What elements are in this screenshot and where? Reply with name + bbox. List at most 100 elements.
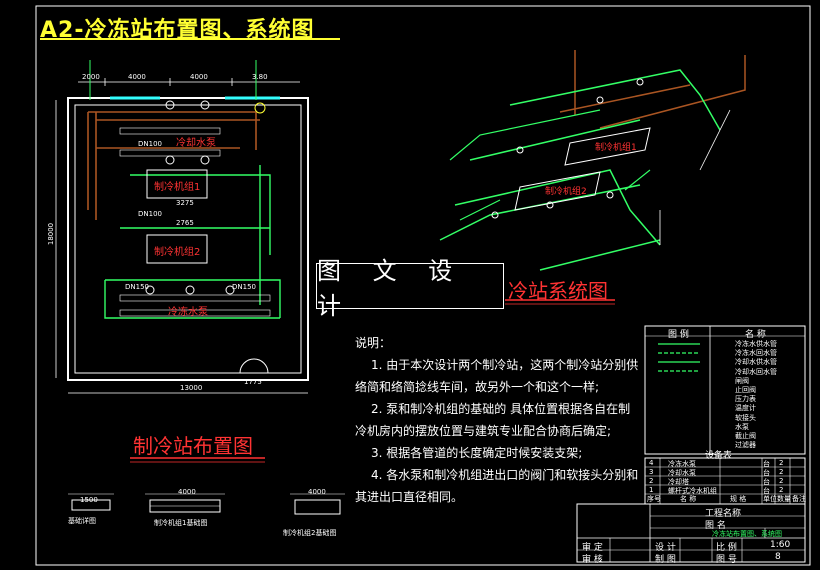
room-label: 冷冻水泵 xyxy=(168,307,208,318)
dim-label: 4000 xyxy=(190,73,208,81)
detail-label: 制冷机组1基础图 xyxy=(154,519,208,527)
watermark-banner: 图 文 设 计 xyxy=(316,257,504,320)
detail-dim: 4000 xyxy=(178,488,196,496)
iso-label: 制冷机组2 xyxy=(545,187,587,197)
equipment-title: 设备表 xyxy=(705,451,733,461)
equipment-header: 序号 xyxy=(647,495,661,503)
dim-label: 4000 xyxy=(128,73,146,81)
dim-label: 13000 xyxy=(180,384,203,392)
dim-label: 3275 xyxy=(176,199,194,207)
equipment-cell: 2 xyxy=(779,486,784,494)
system-view xyxy=(439,50,746,271)
dim-label: 2000 xyxy=(82,73,100,81)
tb-label: 审 定 xyxy=(582,543,603,553)
equipment-header: 单位 xyxy=(763,495,777,503)
dim-label: 1775 xyxy=(244,378,262,386)
dim-label: DN150 xyxy=(232,283,256,291)
equipment-header: 规 格 xyxy=(730,495,747,503)
dim-label: DN100 xyxy=(138,210,162,218)
iso-chilled-pipe xyxy=(439,69,721,271)
tb-label: 图 号 xyxy=(716,555,737,565)
note-item: 1. 由于本次设计两个制冷站，这两个制冷站分别供络简和络简捻线车间，故另外一个和… xyxy=(355,358,639,394)
legend-row-label: 软接头 xyxy=(735,413,756,422)
equipment-cell: 台 xyxy=(763,478,770,486)
legend-row-label: 冷冻水供水管 xyxy=(735,340,777,348)
scale-value: 1:60 xyxy=(770,540,791,550)
room-label: 制冷机组1 xyxy=(154,182,201,193)
chiller-1-box xyxy=(146,169,208,199)
cooling-water-pipe xyxy=(87,111,260,220)
legend-row-label: 止回阀 xyxy=(735,386,756,394)
room-wall xyxy=(67,97,309,381)
room-inner-wall xyxy=(74,104,302,374)
legend-row-label: 水泵 xyxy=(735,422,749,431)
tb-label: 审 核 xyxy=(582,555,603,565)
equipment-cell: 2 xyxy=(779,468,784,476)
legend-row-label: 冷却水供水管 xyxy=(735,358,777,367)
detail-dim: 4000 xyxy=(308,488,326,496)
notes-block: 说明： 1. 由于本次设计两个制冷站，这两个制冷站分别供络简和络简捻线车间，故另… xyxy=(355,332,640,508)
notes-heading: 说明： xyxy=(355,336,392,350)
sheet-border xyxy=(35,5,811,566)
note-item: 4. 各水泵和制冷机组进出口的阀门和软接头分别和其进出口直径相同。 xyxy=(355,468,639,504)
dim-label: DN150 xyxy=(125,283,149,291)
detail-dim: 1500 xyxy=(80,496,98,504)
dim-label: 2765 xyxy=(176,219,194,227)
tb-label: 设 计 xyxy=(655,543,676,553)
chilled-water-pipe xyxy=(104,165,281,319)
detail-label: 制冷机组2基础图 xyxy=(283,529,337,537)
project-label: 工程名称 xyxy=(705,509,742,519)
drawing-number: 8 xyxy=(775,552,781,562)
title-underline xyxy=(40,38,340,40)
detail-label: 基础详图 xyxy=(68,517,96,525)
plan-title: 制冷站布置图 xyxy=(133,434,253,458)
system-title: 冷站系统图 xyxy=(508,279,608,303)
equipment-cell: 冷冻水泵 xyxy=(668,460,696,468)
tb-label: 制 图 xyxy=(655,555,676,565)
dim-label: 3.80 xyxy=(252,73,268,81)
dim-label: 18000 xyxy=(47,222,56,246)
drawing-name: 冷冻站布置图、系统图 xyxy=(712,530,782,538)
equipment-cell: 2 xyxy=(649,477,654,485)
iso-chiller-1 xyxy=(564,127,651,166)
iso-chiller-2 xyxy=(514,171,601,211)
legend-row-label: 冷冻水回水管 xyxy=(735,349,777,358)
title-block xyxy=(576,503,806,563)
equipment-cell: 台 xyxy=(763,487,770,495)
equipment-header: 备注 xyxy=(792,495,806,503)
dim-label: DN100 xyxy=(138,140,162,148)
foundation-details xyxy=(68,493,345,515)
equipment-header: 名 称 xyxy=(680,495,697,503)
legend-table xyxy=(644,325,806,455)
equipment-cell: 2 xyxy=(779,459,784,467)
room-label: 冷却水泵 xyxy=(176,138,216,149)
room-label: 制冷机组2 xyxy=(154,247,201,258)
drawing-name-label: 图 名 xyxy=(705,521,726,531)
equipment-cell: 2 xyxy=(779,477,784,485)
equipment-header: 数量 xyxy=(777,495,791,503)
legend-header: 名 称 xyxy=(745,330,766,340)
equipment-cell: 冷却塔 xyxy=(668,478,689,486)
legend-row-label: 闸阀 xyxy=(735,376,749,385)
legend-row-label: 截止阀 xyxy=(735,432,756,440)
tb-label: 比 例 xyxy=(716,543,737,553)
note-item: 3. 根据各管道的长度确定时候安装支架; xyxy=(371,446,583,460)
legend-header: 图 例 xyxy=(668,330,689,340)
legend-row-label: 过滤器 xyxy=(735,441,756,450)
legend-row-label: 压力表 xyxy=(735,395,756,404)
door-arc xyxy=(239,358,269,374)
equipment-cell: 台 xyxy=(763,469,770,477)
note-item: 2. 泵和制冷机组的基础的 具体位置根据各自在制冷机房内的摆放位置与建筑专业配合… xyxy=(355,402,631,438)
equipment-cell: 螺杆式冷水机组 xyxy=(668,487,717,495)
iso-label: 制冷机组1 xyxy=(595,143,637,153)
equipment-cell: 3 xyxy=(649,468,654,476)
plan-view xyxy=(55,60,309,394)
equipment-cell: 4 xyxy=(649,459,654,467)
chiller-2-box xyxy=(146,234,208,264)
legend-row-label: 冷却水回水管 xyxy=(735,367,777,376)
equipment-cell: 1 xyxy=(649,486,654,494)
equipment-cell: 台 xyxy=(763,460,770,468)
equipment-cell: 冷却水泵 xyxy=(668,469,696,477)
